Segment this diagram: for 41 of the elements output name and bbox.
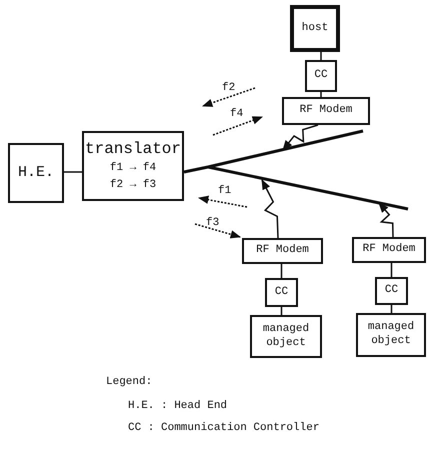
component-box — [356, 313, 426, 357]
box-label: CC — [274, 286, 288, 300]
box-label: CC — [314, 69, 328, 83]
wireless-link-arrow — [261, 179, 279, 238]
legend-heading: Legend: — [106, 376, 152, 388]
box-label: RF Modem — [256, 244, 309, 258]
box-label: RF Modem — [362, 243, 416, 257]
component-box — [305, 60, 337, 92]
wireless-link-arrow — [378, 202, 394, 238]
frequency-label: f1 — [218, 185, 232, 197]
box-label: translator — [84, 139, 181, 160]
connector-line — [320, 92, 322, 97]
mapping-text: f1 → f4 — [110, 162, 156, 176]
component-box — [8, 143, 64, 203]
connector-line — [390, 305, 392, 313]
frequency-label: f2 — [222, 82, 236, 94]
legend-entry: CC : Communication Controller — [128, 422, 320, 434]
connector-line — [390, 263, 392, 277]
connector-line — [280, 264, 282, 278]
box-label: host — [302, 22, 328, 36]
box-label: RF Modem — [300, 104, 352, 118]
connector-line — [64, 171, 82, 173]
wireless-link-arrow — [282, 124, 318, 151]
legend-entry: H.E. : Head End — [128, 400, 228, 412]
box-label: H.E. — [18, 164, 54, 182]
host-box — [290, 5, 340, 52]
box-label: managed object — [366, 321, 416, 349]
mapping-text: f2 → f3 — [110, 179, 156, 193]
frequency-label: f3 — [206, 217, 220, 229]
box-label: CC — [384, 284, 398, 298]
component-box — [375, 277, 408, 305]
component-box — [282, 97, 370, 125]
connector-line — [280, 307, 282, 315]
connector-line — [320, 52, 322, 60]
component-box — [250, 315, 322, 358]
component-box — [265, 278, 298, 307]
component-box — [82, 131, 184, 201]
frequency-label: f4 — [230, 108, 244, 120]
component-box — [352, 237, 426, 263]
component-box — [242, 238, 323, 264]
box-label: managed object — [262, 322, 310, 350]
